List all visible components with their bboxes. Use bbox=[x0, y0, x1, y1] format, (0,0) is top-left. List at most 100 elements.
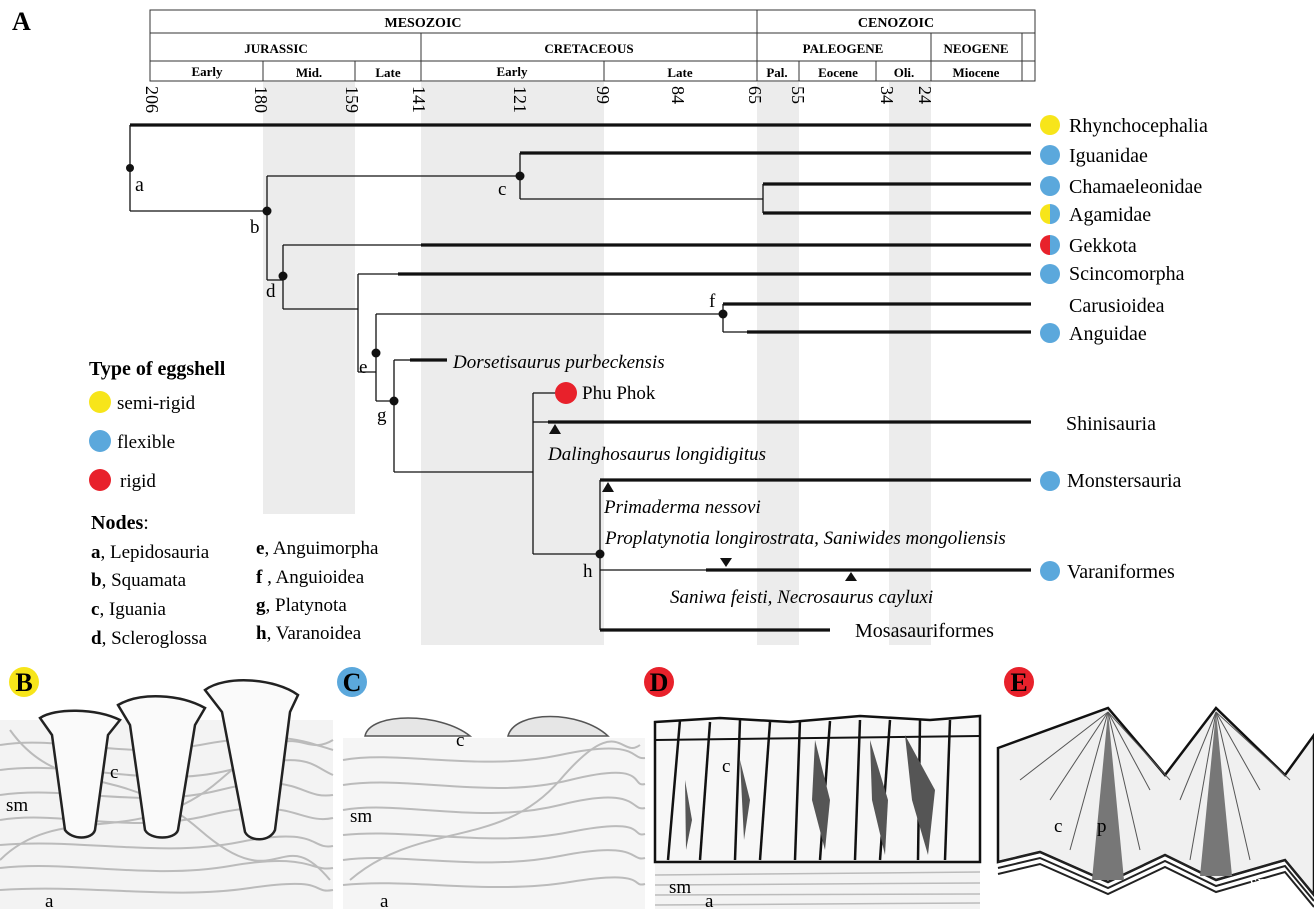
fossil-proplatynotia: Proplatynotia longirostrata, Saniwides m… bbox=[604, 528, 1006, 549]
label-c-c: c bbox=[456, 730, 464, 751]
epoch-early-jurassic: Early bbox=[191, 64, 223, 79]
node-g-dot bbox=[390, 397, 399, 406]
node-a-dot bbox=[126, 164, 134, 172]
node-letter-c: c bbox=[498, 179, 506, 200]
taxon-anguidae: Anguidae bbox=[1069, 323, 1147, 345]
node-key-f: f , Anguioidea bbox=[256, 567, 365, 588]
panel-label-d: D bbox=[650, 668, 669, 697]
taxon-gekkota: Gekkota bbox=[1069, 235, 1137, 257]
epoch-late-jurassic: Late bbox=[375, 65, 401, 80]
panel-e-illustration: E c p sm bbox=[998, 667, 1314, 907]
node-key-g: g, Platynota bbox=[256, 595, 347, 616]
flexible-eggshell-icon bbox=[1040, 561, 1060, 581]
fossil-dalinghosaurus: Dalinghosaurus longidigitus bbox=[547, 444, 766, 465]
panel-label-e: E bbox=[1010, 668, 1027, 697]
flexible-eggshell-icon bbox=[1040, 176, 1060, 196]
period-jurassic: JURASSIC bbox=[244, 41, 308, 56]
panel-d-illustration: D c sm a bbox=[644, 667, 980, 909]
taxon-monstersauria: Monstersauria bbox=[1067, 470, 1182, 492]
nodes-legend-title: Nodes: bbox=[91, 512, 149, 534]
period-neogene: NEOGENE bbox=[943, 41, 1008, 56]
triangle-down-icon bbox=[720, 558, 732, 567]
flexible-eggshell-icon bbox=[1040, 323, 1060, 343]
epoch-early-cretaceous: Early bbox=[496, 64, 528, 79]
epoch-eocene: Eocene bbox=[818, 65, 858, 80]
semi-rigid-eggshell-icon bbox=[1040, 115, 1060, 135]
tick-141: 141 bbox=[409, 86, 429, 113]
legend-flexible: flexible bbox=[117, 432, 175, 453]
legend-semi-rigid: semi-rigid bbox=[117, 393, 196, 414]
node-letter-b: b bbox=[250, 217, 260, 238]
node-d-dot bbox=[279, 272, 288, 281]
tick-55: 55 bbox=[788, 86, 808, 104]
label-e-c: c bbox=[1054, 816, 1062, 837]
node-e-dot bbox=[372, 349, 381, 358]
label-d-a: a bbox=[705, 891, 714, 909]
taxon-agamidae: Agamidae bbox=[1069, 204, 1151, 226]
node-key-h: h, Varanoidea bbox=[256, 623, 362, 644]
rigid-eggshell-icon bbox=[555, 382, 577, 404]
label-b-c: c bbox=[110, 762, 118, 783]
node-letter-f: f bbox=[709, 291, 716, 312]
label-d-c: c bbox=[722, 756, 730, 777]
period-cretaceous: CRETACEOUS bbox=[544, 41, 633, 56]
rigid-swatch-icon bbox=[89, 469, 111, 491]
fossil-primaderma: Primaderma nessovi bbox=[603, 497, 761, 518]
tick-24: 24 bbox=[915, 86, 935, 104]
tick-180: 180 bbox=[251, 86, 271, 113]
legend-title: Type of eggshell bbox=[89, 358, 226, 380]
taxon-varaniformes: Varaniformes bbox=[1067, 561, 1175, 583]
label-c-a: a bbox=[380, 891, 389, 909]
taxon-rhynchocephalia: Rhynchocephalia bbox=[1069, 115, 1208, 137]
flexible-eggshell-icon bbox=[1040, 145, 1060, 165]
node-letter-e: e bbox=[359, 357, 367, 378]
node-key-c: c, Iguania bbox=[91, 599, 166, 620]
node-key-d: d, Scleroglossa bbox=[91, 628, 208, 649]
timescale-labels: MESOZOIC CENOZOIC JURASSIC CRETACEOUS PA… bbox=[191, 16, 1008, 80]
tick-65: 65 bbox=[745, 86, 765, 104]
label-e-sm: sm bbox=[1250, 872, 1272, 893]
triangle-up-icon bbox=[845, 572, 857, 581]
node-c-dot bbox=[516, 172, 525, 181]
panel-label-b: B bbox=[15, 668, 32, 697]
node-b-dot bbox=[263, 207, 272, 216]
node-letter-d: d bbox=[266, 281, 276, 302]
taxon-iguanidae: Iguanidae bbox=[1069, 145, 1148, 167]
epoch-miocene: Miocene bbox=[953, 65, 1000, 80]
flexible-eggshell-icon bbox=[1040, 264, 1060, 284]
node-letter-a: a bbox=[135, 174, 144, 196]
tick-34: 34 bbox=[877, 86, 897, 104]
semi-rigid-half-icon bbox=[1040, 204, 1050, 224]
semi-rigid-swatch-icon bbox=[89, 391, 111, 413]
label-d-sm: sm bbox=[669, 877, 691, 898]
flexible-half-icon bbox=[1050, 204, 1060, 224]
tick-159: 159 bbox=[342, 86, 362, 113]
epoch-oligocene: Oli. bbox=[894, 65, 915, 80]
tick-84: 84 bbox=[668, 86, 688, 104]
node-key-b: b, Squamata bbox=[91, 570, 187, 591]
panel-label-c: C bbox=[343, 668, 362, 697]
era-mesozoic: MESOZOIC bbox=[384, 16, 461, 31]
panel-label-a: A bbox=[12, 7, 31, 36]
tick-121: 121 bbox=[510, 86, 530, 113]
fossil-saniwa: Saniwa feisti, Necrosaurus cayluxi bbox=[670, 587, 933, 608]
tick-99: 99 bbox=[593, 86, 613, 104]
fossil-phu-phok: Phu Phok bbox=[582, 383, 656, 404]
label-c-sm: sm bbox=[350, 806, 372, 827]
node-letter-g: g bbox=[377, 405, 387, 426]
fossil-dorsetisaurus: Dorsetisaurus purbeckensis bbox=[452, 352, 665, 373]
taxon-mosasauriformes: Mosasauriformes bbox=[855, 620, 994, 642]
label-b-a: a bbox=[45, 891, 54, 909]
flexible-swatch-icon bbox=[89, 430, 111, 452]
node-f-dot bbox=[719, 310, 728, 319]
eggshell-legend: Type of eggshell semi-rigid flexible rig… bbox=[89, 358, 226, 492]
tick-206: 206 bbox=[142, 86, 162, 113]
epoch-mid-jurassic: Mid. bbox=[296, 65, 322, 80]
epoch-late-cretaceous: Late bbox=[667, 65, 693, 80]
label-e-p: p bbox=[1097, 816, 1107, 837]
flexible-half-icon bbox=[1050, 235, 1060, 255]
panel-b-illustration: B sm c a bbox=[0, 667, 333, 909]
legend-rigid: rigid bbox=[120, 471, 156, 492]
node-h-dot bbox=[596, 550, 605, 559]
